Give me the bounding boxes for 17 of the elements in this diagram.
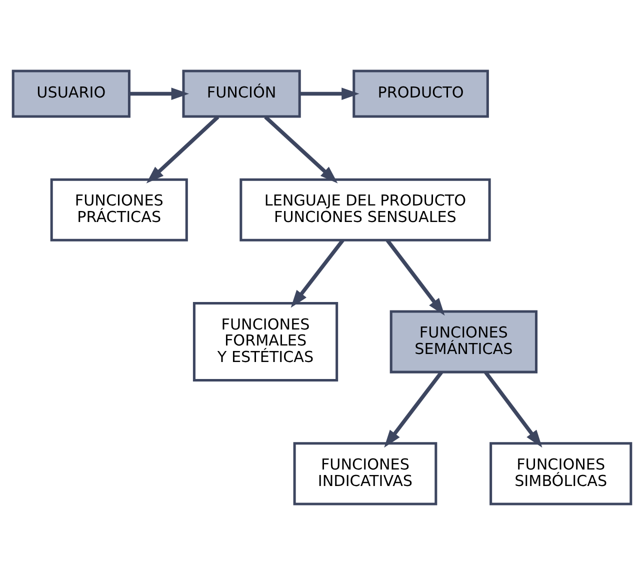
node-box: FUNCIONES SEMÁNTICAS bbox=[390, 310, 538, 373]
node-box: FUNCIONES PRÁCTICAS bbox=[50, 178, 188, 241]
arrow bbox=[300, 87, 360, 100]
arrow bbox=[386, 238, 445, 316]
arrow bbox=[146, 115, 220, 183]
node-box: FUNCIÓN bbox=[182, 69, 301, 118]
node-box: FUNCIONES FORMALES Y ESTÉTICAS bbox=[192, 302, 338, 382]
node-box: FUNCIONES SIMBÓLICAS bbox=[490, 442, 632, 505]
arrow bbox=[129, 87, 189, 100]
arrow bbox=[484, 370, 542, 448]
arrow bbox=[264, 115, 338, 183]
arrow bbox=[384, 370, 444, 448]
node-box: LENGUAJE DEL PRODUCTO FUNCIONES SENSUALES bbox=[240, 178, 491, 241]
arrow bbox=[290, 238, 344, 308]
node-box: FUNCIONES INDICATIVAS bbox=[293, 442, 438, 505]
node-box: USUARIO bbox=[12, 69, 130, 118]
node-box: PRODUCTO bbox=[352, 69, 489, 118]
